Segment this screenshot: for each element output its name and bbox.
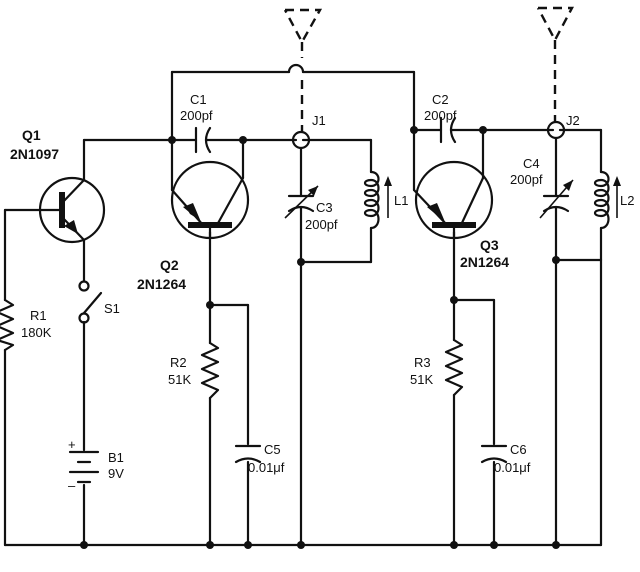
- c5-value-label: 0.01μf: [248, 460, 285, 475]
- r2-ref-label: R2: [170, 355, 187, 370]
- c2-value-label: 200pf: [424, 108, 457, 123]
- c2-ref-label: C2: [432, 92, 449, 107]
- inductor-l1-icon: [363, 170, 392, 230]
- c6-value-label: 0.01μf: [494, 460, 531, 475]
- r1-value-label: 180K: [21, 325, 52, 340]
- r1-ref-label: R1: [30, 308, 47, 323]
- c1-value-label: 200pf: [180, 108, 213, 123]
- inductor-l2-icon: [593, 170, 621, 230]
- r3-value-label: 51K: [410, 372, 433, 387]
- b1-plus-label: +: [68, 437, 76, 452]
- l1-ref-label: L1: [394, 193, 408, 208]
- c1-ref-label: C1: [190, 92, 207, 107]
- s1-ref-label: S1: [104, 301, 120, 316]
- battery-b1-icon: [68, 450, 100, 484]
- resistor-r1-icon: [0, 298, 15, 352]
- q2-ref-label: Q2: [160, 257, 179, 273]
- b1-value-label: 9V: [108, 466, 124, 481]
- b1-minus-label: –: [68, 478, 76, 493]
- switch-s1-icon: [78, 280, 103, 324]
- q1-part-label: 2N1097: [10, 146, 59, 162]
- variable-capacitor-c4-icon: [539, 179, 574, 219]
- l2-ref-label: L2: [620, 193, 634, 208]
- capacitor-c5-icon: [234, 444, 262, 464]
- c4-ref-label: C4: [523, 156, 540, 171]
- junction-dots: [80, 126, 560, 549]
- c4-value-label: 200pf: [510, 172, 543, 187]
- transistor-q2-icon: [170, 160, 250, 240]
- r3-ref-label: R3: [414, 355, 431, 370]
- capacitor-c6-icon: [480, 444, 508, 464]
- q3-ref-label: Q3: [480, 237, 499, 253]
- c3-value-label: 200pf: [305, 217, 338, 232]
- jack-j2: [546, 120, 566, 140]
- labels: Q1 2N1097 C1 200pf J1 C3 200pf L1 Q2 2N1…: [10, 92, 634, 493]
- capacitor-c1-icon: [194, 126, 212, 154]
- resistor-r2-icon: [200, 341, 220, 400]
- b1-ref-label: B1: [108, 450, 124, 465]
- transistor-q3-icon: [412, 160, 494, 240]
- antenna-j1-icon: [283, 8, 323, 132]
- c6-ref-label: C6: [510, 442, 527, 457]
- capacitor-c2-icon: [439, 116, 457, 144]
- resistor-r3-icon: [444, 338, 464, 397]
- c5-ref-label: C5: [264, 442, 281, 457]
- r2-value-label: 51K: [168, 372, 191, 387]
- q2-part-label: 2N1264: [137, 276, 186, 292]
- c3-ref-label: C3: [316, 200, 333, 215]
- antenna-j2-icon: [536, 6, 574, 122]
- j1-ref-label: J1: [312, 113, 326, 128]
- variable-capacitor-c3-icon: [284, 185, 319, 219]
- q1-ref-label: Q1: [22, 127, 41, 143]
- j2-ref-label: J2: [566, 113, 580, 128]
- q3-part-label: 2N1264: [460, 254, 509, 270]
- transistor-q1-icon: [38, 176, 106, 244]
- jack-j1: [291, 130, 311, 150]
